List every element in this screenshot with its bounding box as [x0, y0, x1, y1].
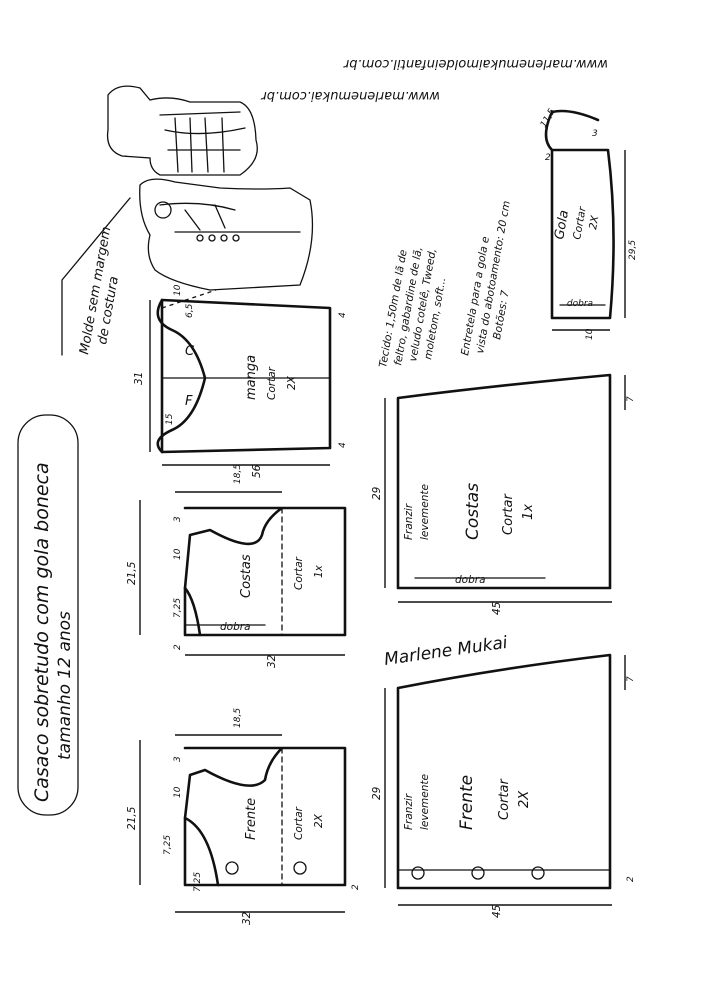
front-button-1 [225, 861, 239, 875]
front-bodice-dim-725b: 7,25 [193, 872, 203, 892]
sleeve-dim-31: 31 [133, 372, 145, 385]
note-block: Molde sem margem de costura [61, 197, 131, 356]
collar-cut: Cortar [571, 205, 589, 240]
front-skirt-qty: 2X [517, 790, 532, 808]
back-bodice-name: Costas [239, 554, 254, 598]
front-button-2 [293, 861, 307, 875]
back-bodice-piece: dobra Costas Cortar 1x 18,5 3 10 7,25 2 … [126, 464, 347, 668]
front-skirt-gather2: levemente [419, 774, 431, 830]
back-skirt-name: Costas [463, 483, 483, 540]
back-skirt-qty: 1x [521, 504, 536, 520]
title-bubble [17, 414, 79, 816]
front-skirt-dim-7: 7 [626, 676, 636, 682]
front-bodice-dim-32: 32 [241, 911, 253, 925]
sleeve-dim-4b: 4 [338, 442, 348, 448]
front-skirt-dim-29: 29 [371, 786, 383, 800]
back-bodice-dim-185: 18,5 [233, 464, 243, 484]
collar-dim-3: 3 [592, 129, 598, 139]
sleeve-dim-10: 10 [173, 284, 183, 296]
back-skirt-dim-29: 29 [371, 486, 383, 500]
back-skirt-cut: Cortar [501, 493, 516, 535]
front-bodice-dim-215: 21,5 [126, 806, 138, 830]
back-bodice-dim-32: 32 [266, 654, 278, 668]
collar-dim-width: 10 [585, 328, 595, 340]
skirt-button-1 [411, 866, 425, 880]
back-skirt-gather1: Franzir [403, 503, 415, 540]
front-bodice-piece: Frente Cortar 2X 18,5 3 10 7,25 7,25 2 2… [126, 708, 361, 925]
back-bodice-cut: Cortar [293, 556, 305, 590]
sleeve-name: manga [244, 355, 259, 400]
back-bodice-dim-215: 21,5 [126, 561, 138, 585]
front-bodice-dim-725: 7,25 [163, 835, 173, 855]
back-skirt-dim-45: 45 [491, 601, 503, 615]
front-bodice-qty: 2X [313, 813, 325, 828]
skirt-button-2 [471, 866, 485, 880]
back-skirt-dim-7: 7 [626, 396, 636, 402]
back-bodice-qty: 1x [313, 564, 325, 578]
back-bodice-dim-10: 10 [173, 548, 183, 560]
back-skirt-piece: dobra Franzir levemente Costas Cortar 1x… [371, 373, 636, 615]
sleeve-qty: 2X [286, 375, 298, 390]
back-bodice-dim-3: 3 [173, 516, 183, 522]
back-skirt-fold: dobra [455, 574, 486, 586]
fabric-notes: Tecido: 1,50m de lã de feltro, gabardine… [377, 200, 513, 369]
back-bodice-fold: dobra [220, 621, 251, 633]
collar-piece: dobra 10 Gola Cortar 2X 29,5 11,5 3 2 [539, 107, 638, 340]
url-line1: www.marlenemukaimoldeinfantil.com.br [342, 56, 608, 71]
collar-name: Gola [552, 209, 572, 241]
garment-illustration [106, 85, 314, 291]
url-line2: www.marlenemukai.com.br [260, 88, 440, 103]
front-skirt-gather1: Franzir [403, 793, 415, 830]
collar-dim-length: 29,5 [628, 240, 638, 260]
sleeve-piece: C F manga Cortar 2X 31 56 10 4 4 6,5 15 [133, 284, 348, 478]
front-skirt-dim-2: 2 [626, 876, 636, 882]
back-bodice-dim-2: 2 [173, 644, 183, 650]
front-bodice-dim-3: 3 [173, 756, 183, 762]
collar-dim-2: 2 [545, 153, 551, 163]
sleeve-dim-65: 6,5 [185, 303, 195, 318]
back-bodice-dim-725: 7,25 [173, 598, 183, 618]
collar-qty: 2X [587, 214, 601, 231]
front-bodice-dim-2: 2 [351, 884, 361, 890]
signature: Marlene Mukai [383, 633, 509, 670]
front-bodice-name: Frente [244, 798, 259, 840]
sleeve-mark-f: F [185, 394, 193, 409]
front-skirt-cut: Cortar [497, 778, 512, 820]
front-bodice-dim-10: 10 [173, 786, 183, 798]
sleeve-dim-15: 15 [165, 413, 175, 425]
sleeve-dim-4a: 4 [338, 312, 348, 318]
front-skirt-piece: Franzir levemente Frente Cortar 2X 29 45… [371, 653, 636, 918]
front-skirt-name: Frente [457, 775, 477, 830]
skirt-button-3 [531, 866, 545, 880]
sleeve-cut: Cortar [266, 366, 278, 400]
title-line1: Casaco sobretudo com gola boneca [31, 462, 53, 802]
front-bodice-cut: Cortar [293, 806, 305, 840]
title-line2: tamanho 12 anos [55, 611, 75, 760]
collar-fold-label: dobra [567, 299, 593, 309]
front-bodice-dim-185: 18,5 [233, 708, 243, 728]
url-block: www.marlenemukaimoldeinfantil.com.br www… [260, 56, 608, 103]
back-skirt-gather2: levemente [419, 484, 431, 540]
sleeve-dim-56: 56 [251, 464, 263, 478]
title-block: Casaco sobretudo com gola boneca tamanho… [17, 414, 79, 816]
front-skirt-dim-45: 45 [491, 904, 503, 918]
sleeve-mark-c: C [185, 344, 195, 359]
